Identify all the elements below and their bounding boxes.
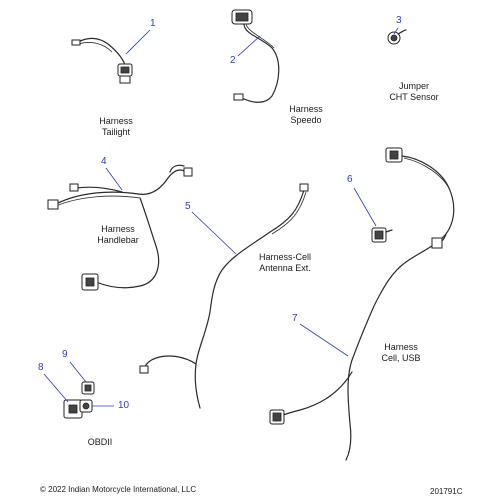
label-harness-cell-usb: Harness Cell, USB bbox=[381, 342, 421, 363]
copyright-text: © 2022 Indian Motorcycle International, … bbox=[40, 485, 197, 494]
part-6-drawing bbox=[371, 227, 393, 243]
label-harness-speedo: Harness Speedo bbox=[289, 104, 323, 125]
cht-sensor-jumper-drawing bbox=[387, 29, 407, 45]
callout-6: 6 bbox=[347, 174, 353, 185]
tailight-harness-drawing bbox=[71, 37, 133, 84]
label-harness-tailight: Harness Tailight bbox=[99, 116, 133, 137]
callout-2: 2 bbox=[230, 55, 236, 66]
callout-3: 3 bbox=[396, 15, 402, 26]
callout-5: 5 bbox=[185, 201, 191, 212]
callout-10: 10 bbox=[118, 400, 130, 411]
callout-9: 9 bbox=[62, 349, 68, 360]
callout-8: 8 bbox=[38, 362, 44, 373]
callout-7: 7 bbox=[292, 313, 298, 324]
cell-antenna-harness-drawing bbox=[139, 183, 309, 409]
label-obdii: OBDII bbox=[87, 437, 113, 447]
callout-4: 4 bbox=[101, 156, 107, 167]
drawing-id: 201791C bbox=[430, 487, 463, 496]
label-jumper-cht-sensor: Jumper CHT Sensor bbox=[389, 81, 439, 102]
speedo-harness-drawing bbox=[231, 9, 280, 103]
callout-1: 1 bbox=[150, 18, 156, 29]
label-harness-handlebar: Harness Handlebar bbox=[97, 224, 139, 245]
obd-parts-drawing bbox=[63, 381, 95, 419]
handlebar-harness-drawing bbox=[47, 164, 193, 291]
callout-leaders bbox=[43, 27, 399, 407]
cell-usb-harness-drawing bbox=[269, 147, 455, 461]
label-harness-cell-antenna: Harness-Cell Antenna Ext. bbox=[258, 252, 311, 273]
